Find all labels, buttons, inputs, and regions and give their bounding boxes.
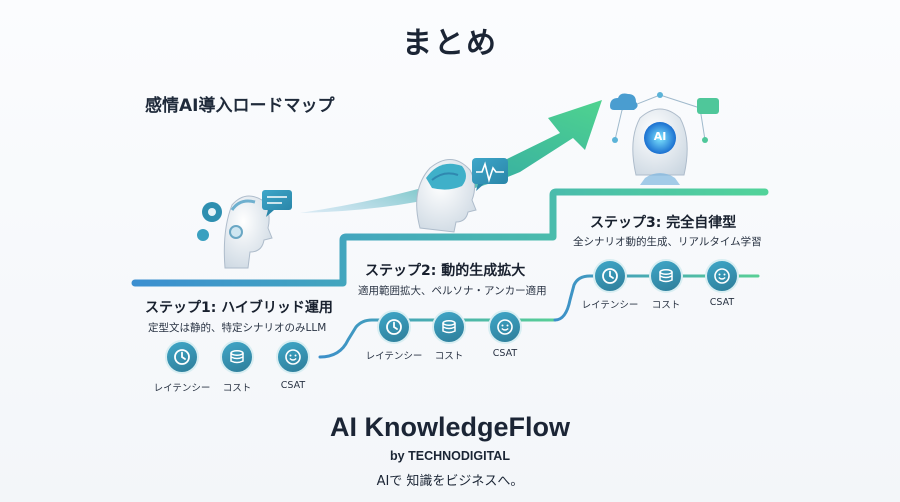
metric-line-step2: [318, 318, 557, 359]
step3-latency-metric: [593, 259, 627, 293]
step2-cost-metric: [432, 310, 466, 344]
coins-icon: [442, 320, 456, 334]
smiley-icon: [497, 319, 513, 335]
step2-desc: 適用範囲拡大、ペルソナ・アンカー適用: [358, 285, 547, 297]
step2-latency-metric: [377, 310, 411, 344]
step3-csat-metric: [705, 259, 739, 293]
step1-csat-label: CSAT: [280, 380, 306, 391]
step2-csat-label: CSAT: [492, 348, 518, 359]
brand-by-line: by TECHNODIGITAL: [390, 449, 510, 463]
step3-cost-label: コスト: [651, 300, 681, 311]
step3-desc: 全シナリオ動的生成、リアルタイム学習: [573, 236, 762, 248]
brand-tagline: AIで 知識をビジネスへ。: [376, 474, 524, 489]
step2-latency-label: レイテンシー: [365, 351, 423, 362]
step1-cost-label: コスト: [222, 383, 252, 394]
robot-step2-illustration: [416, 158, 508, 233]
coins-icon: [659, 269, 673, 283]
robot-step1-illustration: [197, 190, 292, 269]
clock-icon: [174, 349, 190, 365]
step3-csat-label: CSAT: [709, 297, 735, 308]
coins-icon: [230, 350, 244, 364]
metric-line-step3: [553, 274, 760, 322]
step2-csat-metric: [488, 310, 522, 344]
step2-cost-label: コスト: [434, 351, 464, 362]
step1-latency-metric: [165, 340, 199, 374]
clock-icon: [602, 268, 618, 284]
ai-chip-label: AI: [653, 130, 667, 143]
step3-title: ステップ3: 完全自律型: [590, 215, 737, 231]
roadmap-title: 感情AI導入ロードマップ: [145, 96, 335, 116]
step1-latency-label: レイテンシー: [153, 383, 211, 394]
smiley-icon: [285, 349, 301, 365]
step2-title: ステップ2: 動的生成拡大: [365, 263, 526, 279]
step3-cost-metric: [649, 259, 683, 293]
clock-icon: [386, 319, 402, 335]
smiley-icon: [714, 268, 730, 284]
step1-cost-metric: [220, 340, 254, 374]
page-title: まとめ: [402, 26, 498, 61]
brand-name: AI KnowledgeFlow: [330, 412, 570, 442]
robot-step3-ai-illustration: [610, 92, 719, 185]
step1-csat-metric: [276, 340, 310, 374]
step1-title: ステップ1: ハイブリッド運用: [145, 300, 333, 316]
step1-desc: 定型文は静的、特定シナリオのみLLM: [148, 322, 327, 334]
roadmap-staircase: [131, 188, 769, 287]
step3-latency-label: レイテンシー: [581, 300, 639, 311]
